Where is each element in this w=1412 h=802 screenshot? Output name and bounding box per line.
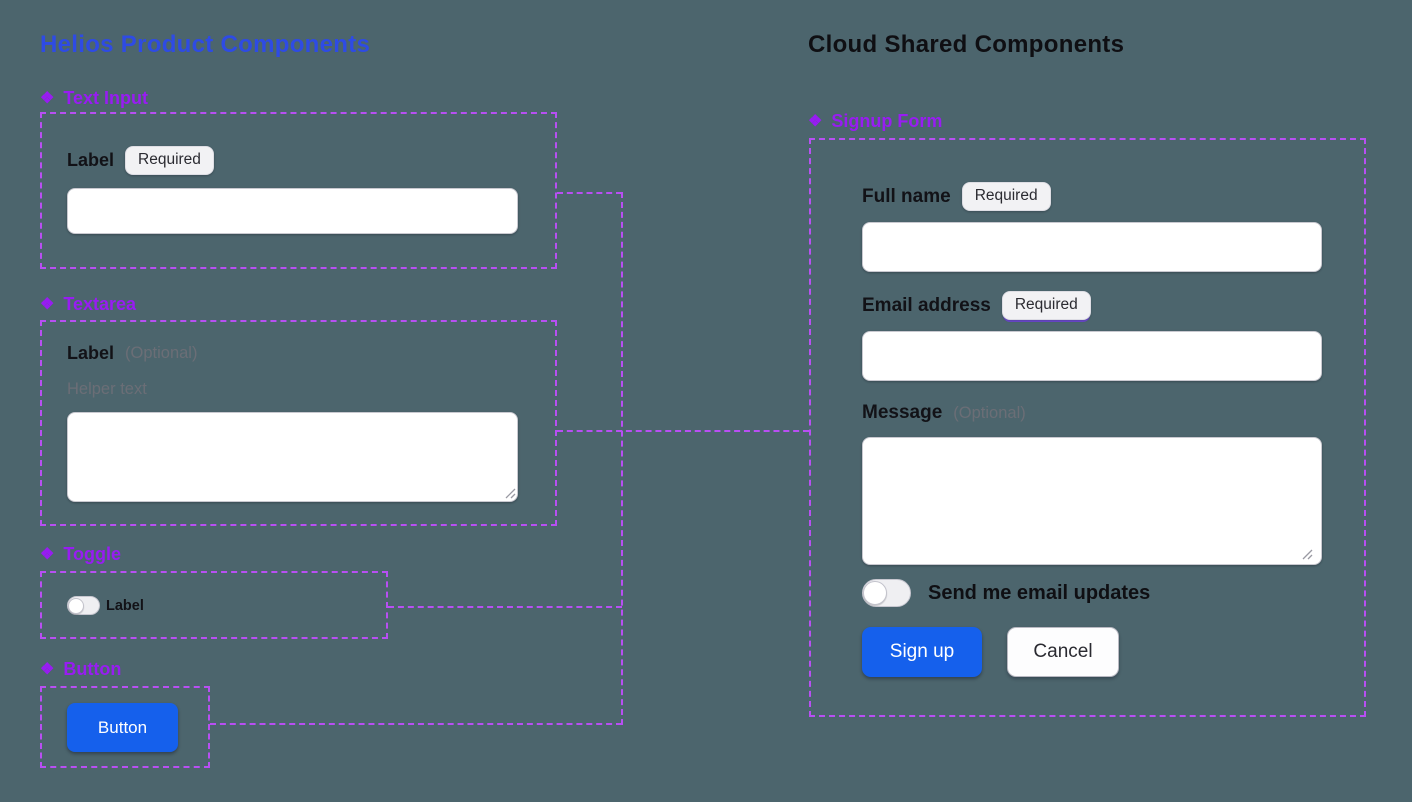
signup-form-component-outline bbox=[809, 138, 1366, 717]
component-label-text: Toggle bbox=[63, 544, 121, 564]
component-label-textarea: ❖ Textarea bbox=[40, 294, 136, 315]
field-label: Email address bbox=[862, 294, 991, 316]
field-label: Label bbox=[67, 343, 115, 363]
email-label-row: Email address Required bbox=[862, 291, 1091, 320]
field-label: Full name bbox=[862, 185, 951, 207]
component-diamond-icon: ❖ bbox=[40, 295, 55, 313]
textarea-component-outline bbox=[40, 320, 557, 526]
connector-line-text-input bbox=[557, 192, 622, 194]
component-label-text-input: ❖ Text Input bbox=[40, 88, 148, 109]
message-textarea[interactable] bbox=[862, 437, 1322, 565]
component-diamond-icon: ❖ bbox=[40, 660, 55, 678]
connector-line-textarea bbox=[557, 430, 809, 432]
text-input-label-row: Label Required bbox=[67, 146, 214, 175]
full-name-label-row: Full name Required bbox=[862, 182, 1051, 211]
email-updates-label: Send me email updates bbox=[928, 582, 1151, 604]
message-label-row: Message (Optional) bbox=[862, 402, 1026, 424]
field-label: Label bbox=[67, 150, 115, 170]
toggle-knob bbox=[863, 581, 887, 605]
full-name-input[interactable] bbox=[862, 222, 1322, 272]
connector-line-toggle bbox=[388, 606, 622, 608]
textarea-label-row: Label (Optional) bbox=[67, 343, 197, 364]
textarea-field[interactable] bbox=[67, 412, 518, 502]
text-input-component-outline bbox=[40, 112, 557, 269]
required-badge: Required bbox=[125, 146, 214, 175]
component-label-button: ❖ Button bbox=[40, 659, 121, 680]
required-badge: Required bbox=[961, 182, 1051, 211]
component-diamond-icon: ❖ bbox=[808, 112, 823, 130]
email-input[interactable] bbox=[862, 331, 1322, 381]
optional-hint: (Optional) bbox=[125, 344, 198, 362]
email-updates-toggle[interactable] bbox=[862, 579, 911, 607]
component-label-text: Textarea bbox=[63, 294, 137, 314]
field-label: Message bbox=[862, 402, 943, 423]
helper-text: Helper text bbox=[67, 380, 147, 398]
toggle-component-outline bbox=[40, 571, 388, 639]
component-diamond-icon: ❖ bbox=[40, 545, 55, 563]
connector-line-button bbox=[210, 723, 622, 725]
optional-hint: (Optional) bbox=[953, 403, 1026, 422]
helios-section-title: Helios Product Components bbox=[40, 31, 371, 58]
sign-up-button[interactable]: Sign up bbox=[862, 627, 982, 677]
component-label-text: Button bbox=[63, 659, 122, 679]
component-label-signup-form: ❖ Signup Form bbox=[808, 111, 942, 132]
component-label-toggle: ❖ Toggle bbox=[40, 544, 121, 565]
component-label-text: Signup Form bbox=[831, 111, 943, 131]
button-component-outline bbox=[40, 686, 210, 768]
cloud-section-title: Cloud Shared Components bbox=[808, 31, 1125, 58]
toggle-knob bbox=[68, 597, 84, 614]
text-input-field[interactable] bbox=[67, 188, 518, 234]
connector-line-vertical bbox=[621, 192, 623, 725]
toggle-label: Label bbox=[106, 598, 144, 614]
primary-button[interactable]: Button bbox=[67, 703, 178, 752]
component-label-text: Text Input bbox=[63, 88, 148, 108]
required-badge: Required bbox=[1001, 291, 1091, 320]
toggle-switch[interactable] bbox=[67, 596, 100, 615]
cancel-button[interactable]: Cancel bbox=[1007, 627, 1119, 677]
component-diamond-icon: ❖ bbox=[40, 89, 55, 107]
